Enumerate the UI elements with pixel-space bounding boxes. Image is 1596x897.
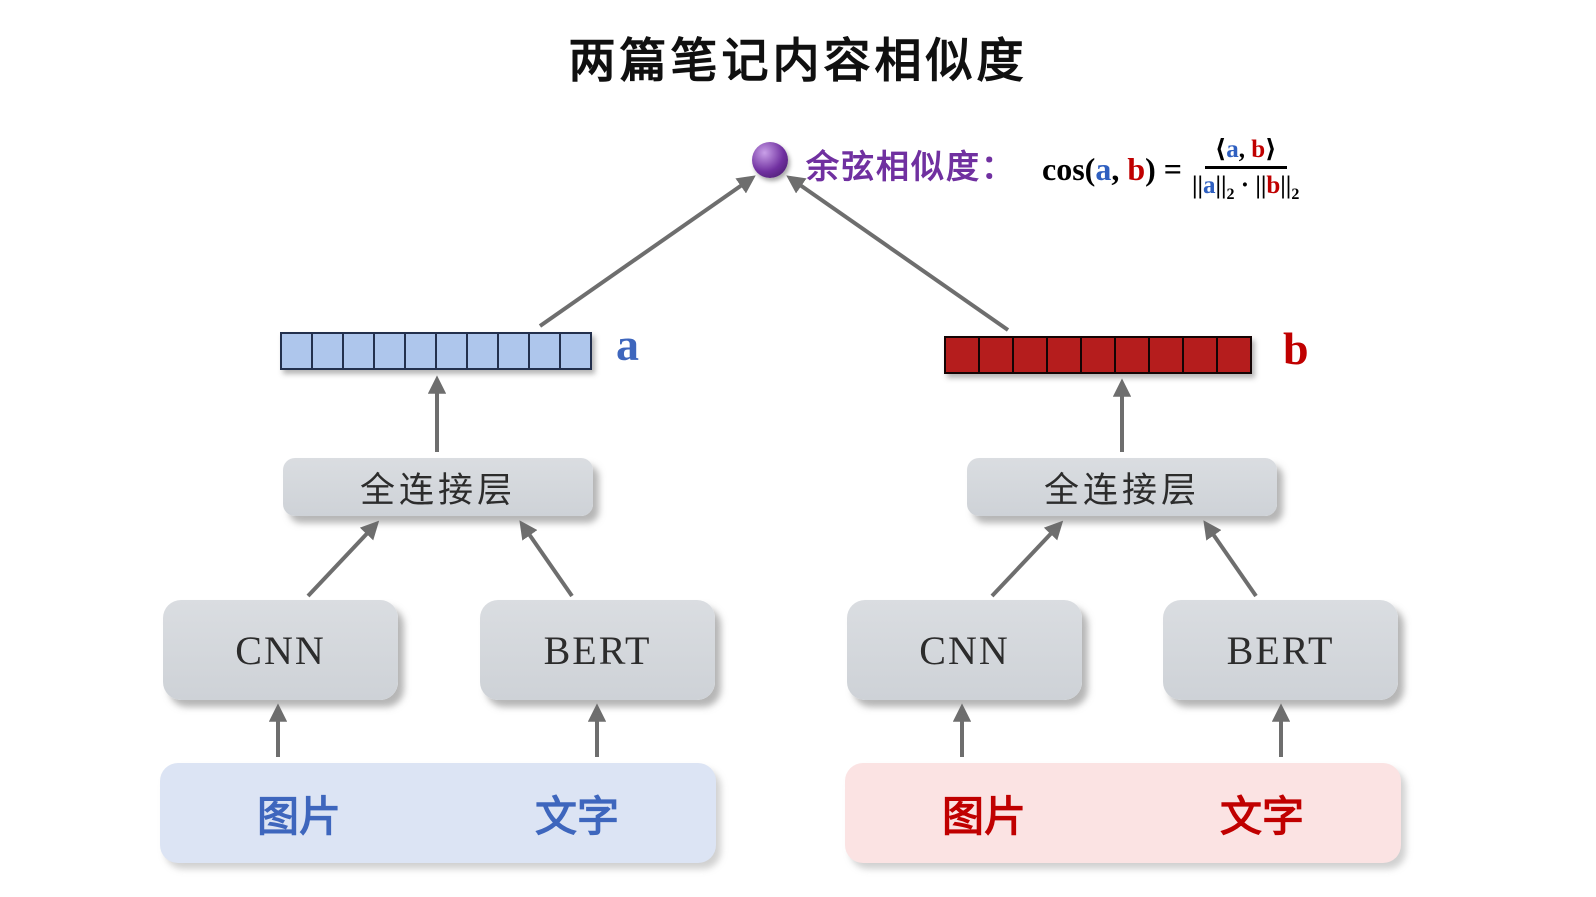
- fraction-denominator: ||a||2 · ||b||2: [1192, 169, 1299, 204]
- vector-cell: [373, 332, 406, 370]
- arrow-vector-a-to-dot: [538, 175, 756, 328]
- vector-cell: [497, 332, 530, 370]
- bert-left-label: BERT: [543, 627, 652, 673]
- vector-a: [280, 332, 592, 370]
- inputs-container-left: 图片 文字: [160, 763, 716, 863]
- vector-b: [944, 336, 1252, 374]
- vector-cell: [466, 332, 499, 370]
- subscript-2: 2: [1226, 186, 1235, 203]
- fraction-numerator: ⟨a, b⟩: [1204, 134, 1287, 169]
- numerator-b: b: [1251, 136, 1266, 163]
- diagram-title: 两篇笔记内容相似度: [568, 36, 1028, 88]
- formula-cos-open: cos(: [1042, 150, 1096, 187]
- norm-bar: ||: [1280, 172, 1292, 199]
- cnn-right-label: CNN: [919, 627, 1010, 673]
- norm-bar: ||: [1192, 172, 1204, 199]
- image-input-left-label: 图片: [256, 794, 341, 841]
- formula-a: a: [1095, 150, 1112, 187]
- arrow-bert-right-to-fc: [1203, 520, 1258, 598]
- vector-cell: [1216, 336, 1252, 374]
- cosine-similarity-dot: [752, 142, 788, 178]
- bert-right-label: BERT: [1226, 627, 1335, 673]
- vector-cell: [978, 336, 1014, 374]
- bert-box-right: BERT: [1163, 600, 1398, 700]
- formula-b: b: [1127, 150, 1146, 187]
- vector-cell: [1114, 336, 1150, 374]
- vector-a-label: a: [616, 319, 639, 370]
- dot-operator: ·: [1234, 172, 1256, 199]
- vector-cell: [1046, 336, 1082, 374]
- arrow-vector-b-to-dot: [786, 175, 1010, 332]
- cosine-similarity-label: 余弦相似度：: [806, 150, 1016, 186]
- denominator-a: a: [1203, 172, 1216, 199]
- norm-bar: ||: [1255, 172, 1267, 199]
- vector-b-label: b: [1283, 323, 1309, 374]
- angle-close: ⟩: [1265, 136, 1277, 163]
- norm-bar: ||: [1215, 172, 1227, 199]
- vector-cell: [404, 332, 437, 370]
- arrow-bert-left-to-fc: [519, 520, 574, 598]
- vector-cell: [1012, 336, 1048, 374]
- vector-cell: [342, 332, 375, 370]
- vector-cell: [559, 332, 592, 370]
- vector-cell: [1080, 336, 1116, 374]
- vector-cell: [944, 336, 980, 374]
- formula-comma: ,: [1111, 150, 1128, 187]
- bert-box-left: BERT: [480, 600, 715, 700]
- vector-cell: [1182, 336, 1218, 374]
- text-input-right-label: 文字: [1219, 794, 1304, 841]
- cnn-left-label: CNN: [235, 627, 326, 673]
- formula-equals: ) =: [1145, 150, 1182, 187]
- cnn-box-right: CNN: [847, 600, 1082, 700]
- angle-open: ⟨: [1214, 136, 1227, 163]
- formula-fraction: ⟨a, b⟩ ||a||2 · ||b||2: [1192, 134, 1299, 204]
- arrow-cnn-left-to-fc: [306, 520, 380, 598]
- formula-main: cos(a, b) =: [1042, 151, 1182, 188]
- inputs-container-right: 图片 文字: [845, 763, 1401, 863]
- numerator-a: a: [1226, 136, 1239, 163]
- fc-layer-left: 全连接层: [283, 458, 593, 516]
- cnn-box-left: CNN: [163, 600, 398, 700]
- fc-layer-left-label: 全连接层: [359, 470, 516, 510]
- vector-cell: [528, 332, 561, 370]
- fc-layer-right: 全连接层: [967, 458, 1277, 516]
- arrow-cnn-right-to-fc: [990, 520, 1064, 598]
- cosine-formula: cos(a, b) = ⟨a, b⟩ ||a||2 · ||b||2: [1042, 134, 1299, 204]
- vector-cell: [311, 332, 344, 370]
- text-input-left-label: 文字: [534, 794, 619, 841]
- fc-layer-right-label: 全连接层: [1043, 470, 1200, 510]
- denominator-b: b: [1266, 172, 1281, 199]
- image-input-right-label: 图片: [941, 794, 1026, 841]
- vector-cell: [435, 332, 468, 370]
- numerator-comma: ,: [1238, 136, 1252, 163]
- vector-cell: [1148, 336, 1184, 374]
- vector-cell: [280, 332, 313, 370]
- subscript-2: 2: [1291, 186, 1300, 203]
